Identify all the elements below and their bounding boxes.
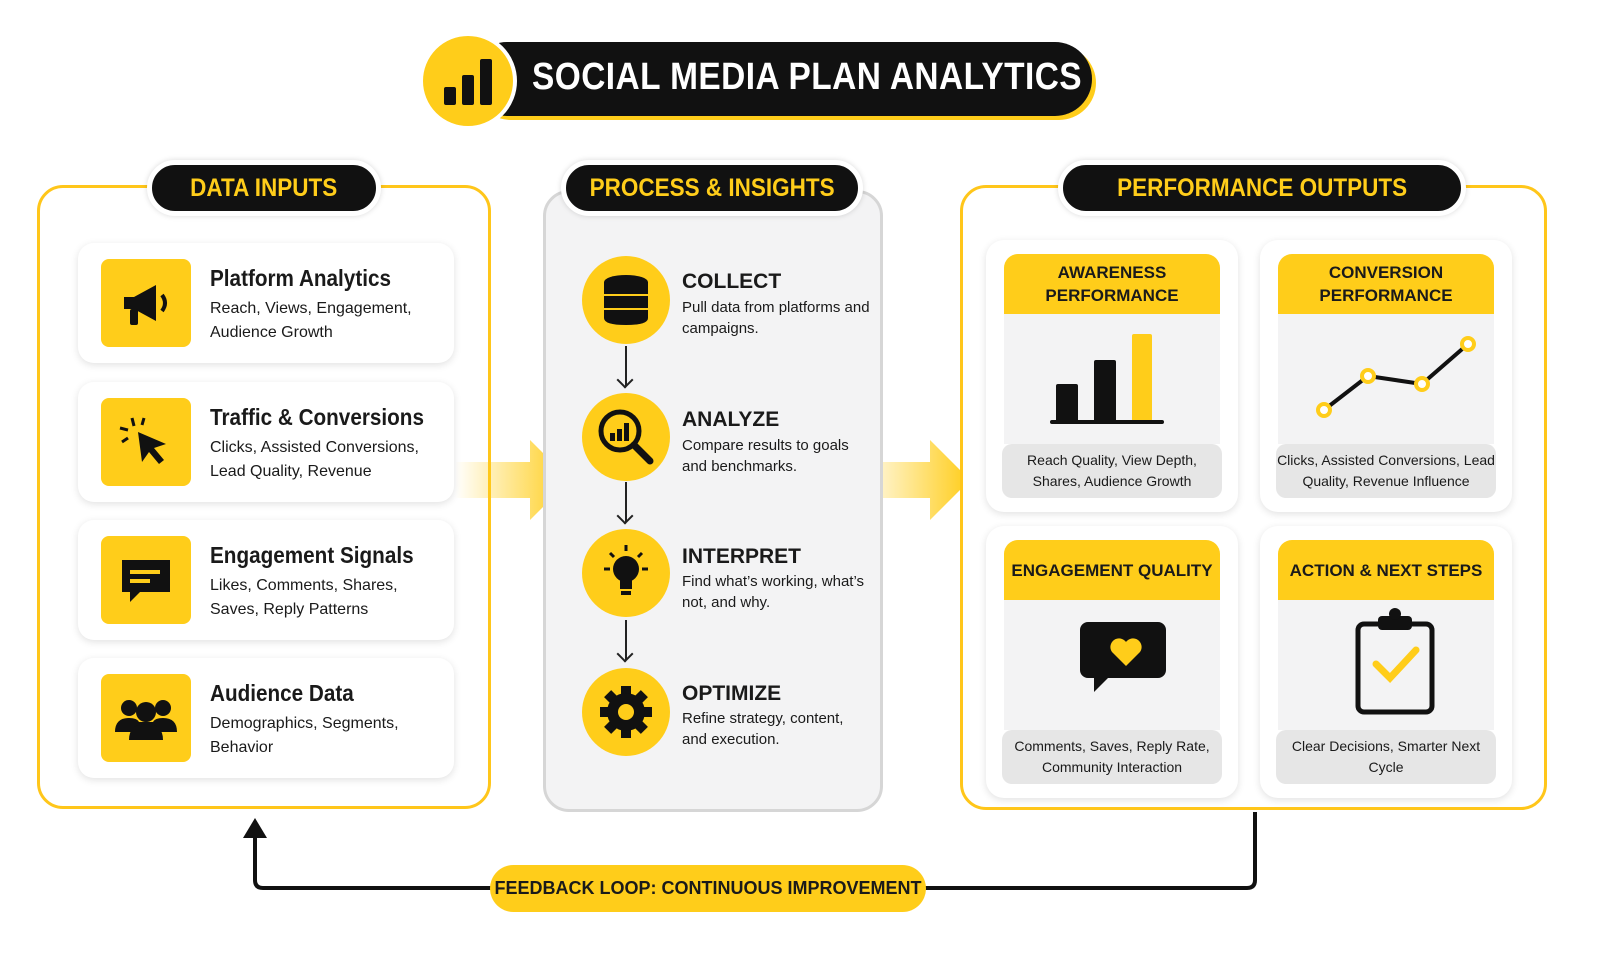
bar-chart-logo-icon xyxy=(419,32,517,130)
step-desc: Refine strategy, content, and execution. xyxy=(682,710,844,748)
feedback-loop-label: FEEDBACK LOOP: CONTINUOUS IMPROVEMENT xyxy=(490,865,926,912)
data-inputs-header: DATA INPUTS xyxy=(147,160,381,216)
output-title: ENGAGEMENT QUALITY xyxy=(1004,540,1220,600)
output-caption: Comments, Saves, Reply Rate, Community I… xyxy=(1002,730,1222,784)
input-title: Engagement Signals xyxy=(210,542,414,568)
input-desc: Reach, Views, Engagement, Audience Growt… xyxy=(210,300,412,341)
megaphone-icon xyxy=(101,259,191,347)
output-title: AWARENESS PERFORMANCE xyxy=(1004,254,1220,314)
flow-arrow-icon xyxy=(852,440,970,520)
output-title: CONVERSION PERFORMANCE xyxy=(1278,254,1494,314)
down-arrow-icon xyxy=(625,346,627,386)
input-desc: Demographics, Segments, Behavior xyxy=(210,715,399,756)
step-title: COLLECT xyxy=(682,270,782,293)
output-card-awareness: AWARENESS PERFORMANCE Reach Quality, Vie… xyxy=(986,240,1238,512)
chat-icon xyxy=(101,536,191,624)
step-title: ANALYZE xyxy=(682,408,780,431)
lightbulb-icon xyxy=(582,529,670,617)
magnifier-chart-icon xyxy=(582,393,670,481)
output-caption: Reach Quality, View Depth, Shares, Audie… xyxy=(1002,444,1222,498)
output-card-conversion: CONVERSION PERFORMANCE Clicks, Assisted … xyxy=(1260,240,1512,512)
flow-arrow-icon xyxy=(455,440,570,520)
output-title: ACTION & NEXT STEPS xyxy=(1278,540,1494,600)
output-caption: Clear Decisions, Smarter Next Cycle xyxy=(1276,730,1496,784)
output-card-action: ACTION & NEXT STEPS Clear Decisions, Sma… xyxy=(1260,526,1512,798)
bar-chart-icon xyxy=(1050,334,1164,424)
line-chart-icon xyxy=(1316,336,1476,418)
input-desc: Clicks, Assisted Conversions, Lead Quali… xyxy=(210,439,419,480)
page-title: SOCIAL MEDIA PLAN ANALYTICS xyxy=(532,56,1083,98)
input-card-engagement-signals: Engagement Signals Likes, Comments, Shar… xyxy=(78,520,454,640)
step-desc: Pull data from platforms and campaigns. xyxy=(682,299,870,337)
title-banner xyxy=(470,42,1092,116)
input-desc: Likes, Comments, Shares, Saves, Reply Pa… xyxy=(210,577,398,618)
input-title: Audience Data xyxy=(210,680,354,706)
outputs-header: PERFORMANCE OUTPUTS xyxy=(1058,160,1466,216)
step-title: OPTIMIZE xyxy=(682,682,782,705)
cursor-click-icon xyxy=(101,398,191,486)
output-card-engagement: ENGAGEMENT QUALITY Comments, Saves, Repl… xyxy=(986,526,1238,798)
gear-icon xyxy=(582,668,670,756)
input-card-platform-analytics: Platform Analytics Reach, Views, Engagem… xyxy=(78,243,454,363)
process-header: PROCESS & INSIGHTS xyxy=(561,160,863,216)
clipboard-check-icon xyxy=(1355,608,1435,715)
users-icon xyxy=(101,674,191,762)
down-arrow-icon xyxy=(625,482,627,522)
input-title: Traffic & Conversions xyxy=(210,404,424,430)
input-card-traffic-conversions: Traffic & Conversions Clicks, Assisted C… xyxy=(78,382,454,502)
output-caption: Clicks, Assisted Conversions, Lead Quali… xyxy=(1276,444,1496,498)
down-arrow-icon xyxy=(625,620,627,660)
database-icon xyxy=(582,256,670,344)
step-desc: Compare results to goals and benchmarks. xyxy=(682,437,849,475)
step-title: INTERPRET xyxy=(682,545,802,568)
input-title: Platform Analytics xyxy=(210,265,391,291)
step-desc: Find what’s working, what’s not, and why… xyxy=(682,573,865,611)
input-card-audience-data: Audience Data Demographics, Segments, Be… xyxy=(78,658,454,778)
heart-chat-icon xyxy=(1080,622,1166,692)
